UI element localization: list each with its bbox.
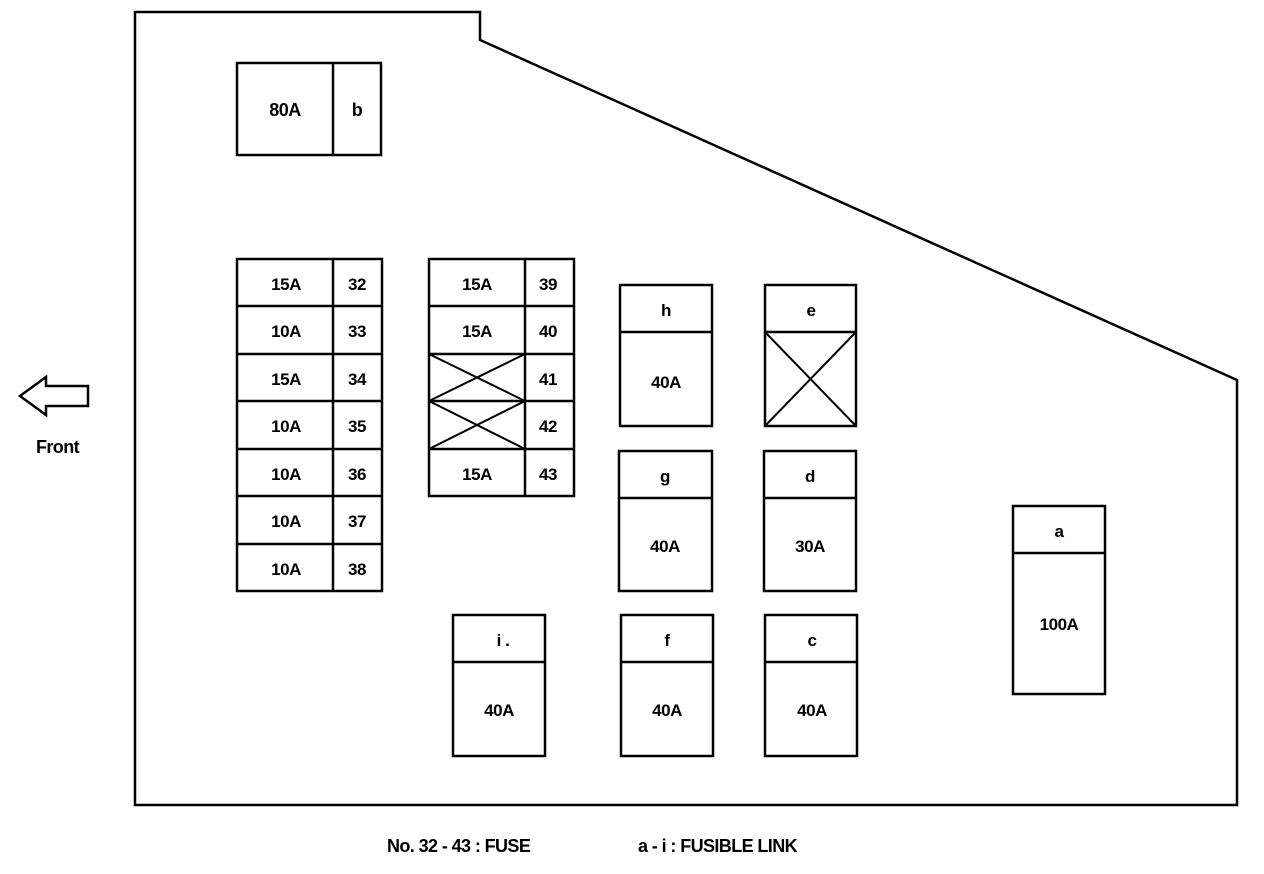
fusible-link-e: e [763, 283, 858, 428]
fusible-link-d: d 30A [762, 449, 858, 593]
fuse-35-rating: 10A [271, 417, 301, 436]
fusible-link-a: a 100A [1011, 504, 1107, 696]
fuse-34-number: 34 [348, 370, 367, 389]
fuse-43-number: 43 [539, 465, 557, 484]
link-i-id: i . [497, 631, 510, 650]
fuse-32-number: 32 [348, 275, 366, 294]
fuse-38-rating: 10A [271, 560, 301, 579]
fuse-36-number: 36 [348, 465, 366, 484]
link-c-rating: 40A [797, 701, 827, 720]
fuse-33-rating: 10A [271, 322, 301, 341]
link-f-id: f [664, 631, 670, 650]
fusible-link-f: f 40A [619, 613, 715, 758]
fuse-41-number: 41 [539, 370, 557, 389]
link-b-rating: 80A [269, 100, 301, 120]
link-i-rating: 40A [484, 701, 514, 720]
link-b-id: b [352, 100, 363, 120]
fuse-40-number: 40 [539, 322, 557, 341]
link-a-rating: 100A [1040, 615, 1079, 634]
link-f-rating: 40A [652, 701, 682, 720]
link-h-id: h [661, 301, 671, 320]
link-e-id: e [807, 301, 816, 320]
fusible-link-h: h 40A [618, 283, 714, 428]
fuse-42-number: 42 [539, 417, 557, 436]
fuse-box-outline [133, 10, 1239, 807]
fuse-33-number: 33 [348, 322, 366, 341]
front-arrow-icon [17, 374, 90, 418]
fuse-32-rating: 15A [271, 275, 301, 294]
fusible-link-c: c 40A [763, 613, 859, 758]
fusible-link-b: 80A b [235, 61, 383, 157]
fusible-link-g: g 40A [617, 449, 714, 593]
fusible-link-i: i . 40A [451, 613, 547, 758]
link-h-rating: 40A [651, 373, 681, 392]
fuse-38-number: 38 [348, 560, 366, 579]
link-g-rating: 40A [650, 537, 680, 556]
fuse-36-rating: 10A [271, 465, 301, 484]
fuse-43-rating: 15A [462, 465, 492, 484]
fuse-35-number: 35 [348, 417, 366, 436]
link-d-id: d [805, 467, 815, 486]
legend-fuse: No. 32 - 43 : FUSE [387, 836, 531, 856]
link-g-id: g [660, 467, 670, 486]
fuse-39-rating: 15A [462, 275, 492, 294]
front-label: Front [36, 437, 80, 457]
fuse-block-39-43: 15A 39 15A 40 41 42 15A 43 [427, 257, 576, 498]
legend-fusible-link: a - i : FUSIBLE LINK [638, 836, 798, 856]
fuse-34-rating: 15A [271, 370, 301, 389]
link-c-id: c [808, 631, 817, 650]
fuse-37-rating: 10A [271, 512, 301, 531]
link-a-id: a [1055, 522, 1065, 541]
fuse-39-number: 39 [539, 275, 557, 294]
fuse-40-rating: 15A [462, 322, 492, 341]
fuse-37-number: 37 [348, 512, 366, 531]
fuse-block-32-38: 15A 32 10A 33 15A 34 10A 35 10A 36 10A 3… [235, 257, 384, 593]
link-d-rating: 30A [795, 537, 825, 556]
